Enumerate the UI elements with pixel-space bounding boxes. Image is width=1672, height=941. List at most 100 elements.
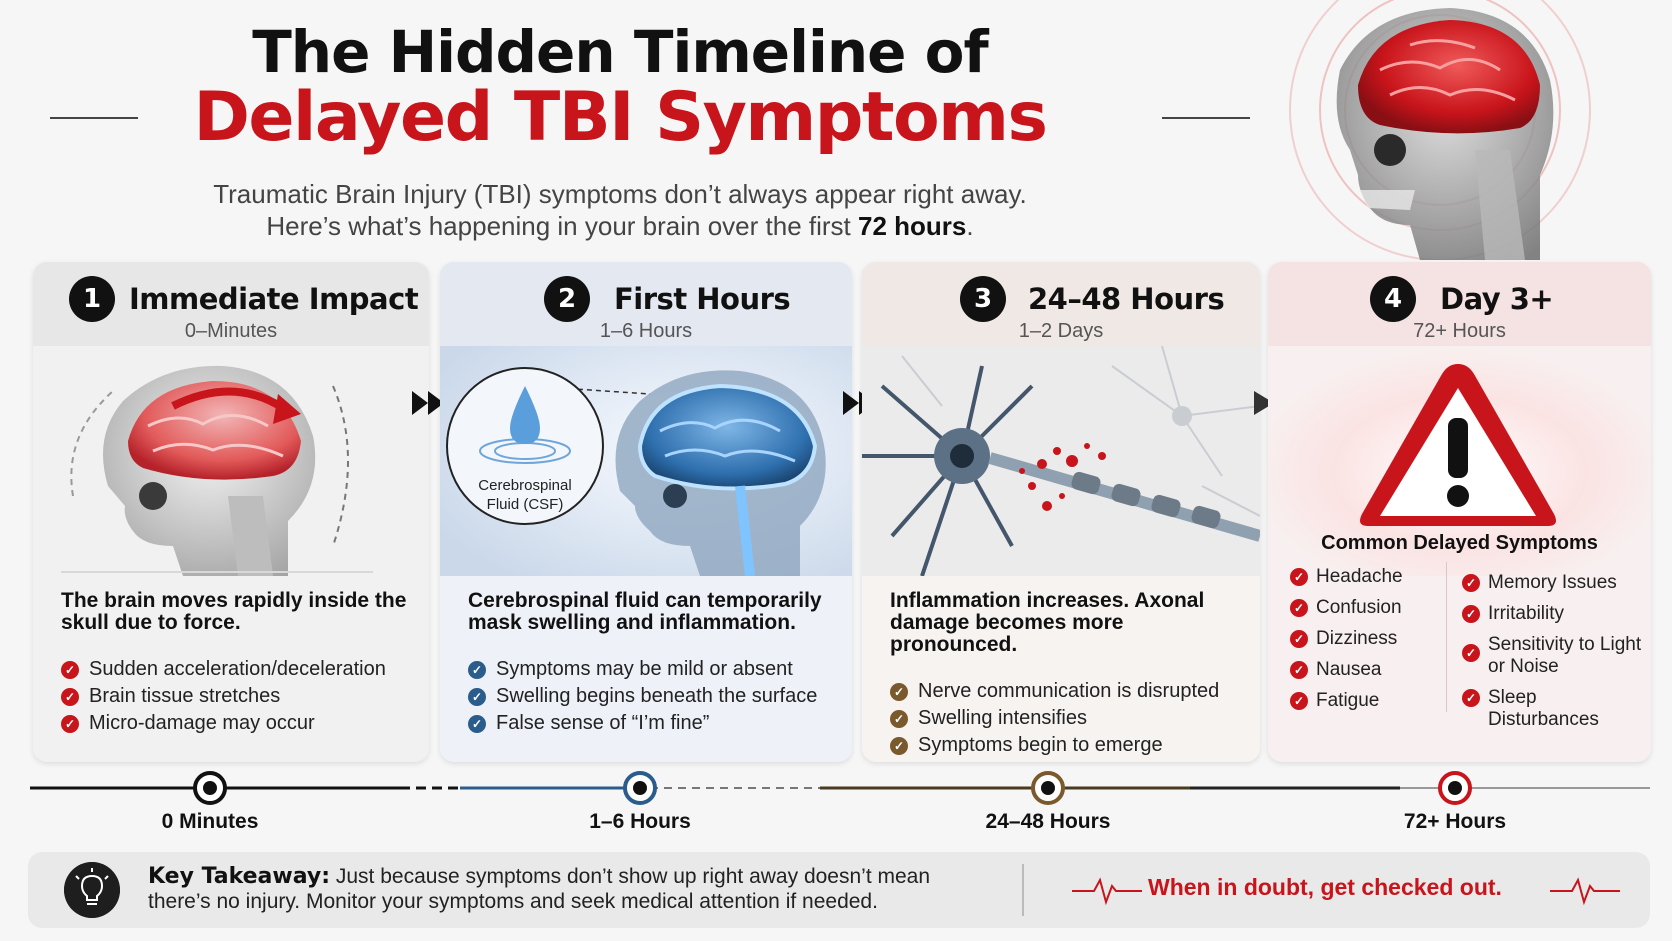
check-icon: ✓ — [468, 688, 486, 706]
bullet-text: Symptoms begin to emerge — [918, 734, 1163, 756]
stage-title: First Hours — [614, 282, 791, 316]
list-item: ✓ Memory Issues — [1462, 572, 1642, 594]
header: The Hidden Timeline of Delayed TBI Sympt… — [0, 0, 1300, 250]
list-item: ✓ Sudden acceleration/deceleration — [61, 656, 411, 683]
check-icon: ✓ — [61, 688, 79, 706]
stage-subtitle: 1–2 Days — [1018, 320, 1104, 342]
stage-title: 24–48 Hours — [1028, 282, 1225, 316]
csf-brain-illustration: Cerebrospinal Fluid (CSF) — [440, 346, 852, 576]
stage-panel-day-3: 4 Day 3+ 72+ Hours Common Delayed Sympto… — [1268, 262, 1651, 762]
list-item: ✓ Swelling intensifies — [890, 705, 1242, 732]
stage-bullet-list: ✓ Symptoms may be mild or absent ✓Swellin… — [468, 656, 834, 737]
stage-header: 3 24–48 Hours 1–2 Days — [862, 262, 1260, 346]
timeline-label: 24–48 Hours — [985, 810, 1111, 833]
timeline-label: 72+ Hours — [1403, 810, 1507, 833]
symptoms-list-left: ✓Headache ✓Confusion ✓Dizziness ✓Nausea … — [1290, 566, 1403, 721]
symptom-text: Headache — [1316, 566, 1403, 587]
check-icon: ✓ — [1462, 605, 1480, 623]
timeline-marker-1-6-hours — [623, 771, 657, 805]
list-item: ✓ Irritability — [1462, 603, 1642, 625]
takeaway-label: Key Takeaway: — [148, 864, 331, 889]
stage-title: Immediate Impact — [129, 282, 419, 316]
list-item: ✓Nerve communication is disrupted — [890, 678, 1242, 705]
timeline-label: 1–6 Hours — [589, 810, 691, 833]
bullet-text: False sense of “I’m fine” — [496, 712, 710, 734]
symptom-text: Memory Issues — [1488, 572, 1617, 593]
heartbeat-icon — [1072, 877, 1142, 906]
stage-subtitle: 72+ Hours — [1413, 320, 1506, 342]
check-icon: ✓ — [890, 710, 908, 728]
heartbeat-icon — [1550, 877, 1620, 906]
hero-head-illustration — [1289, 0, 1591, 260]
list-item: ✓ Brain tissue stretches — [61, 683, 411, 710]
csf-label-line-2: Fluid (CSF) — [487, 496, 564, 513]
arrow-icon — [1254, 391, 1274, 415]
list-item: ✓Micro-damage may occur — [61, 710, 411, 737]
subtitle: Traumatic Brain Injury (TBI) symptoms do… — [0, 178, 1240, 242]
stage-number-badge: 3 — [960, 276, 1006, 322]
stage-text: Inflammation increases. Axonal damage be… — [862, 582, 1260, 759]
stage-number-badge: 1 — [69, 276, 115, 322]
subtitle-highlight: 72 hours — [857, 211, 967, 241]
check-icon: ✓ — [1290, 568, 1308, 586]
list-item: ✓Fatigue — [1290, 690, 1403, 712]
title-rule-right — [1162, 117, 1250, 119]
stage-number-badge: 4 — [1370, 276, 1416, 322]
stage-lead: The brain moves rapidly inside the skull… — [61, 589, 407, 634]
list-item: ✓ Headache — [1290, 566, 1403, 588]
subtitle-line-2: Here’s what’s happening in your brain ov… — [0, 210, 1240, 242]
stage-panel-first-hours: 2 First Hours 1–6 Hours — [440, 262, 852, 762]
stage-subtitle: 0–Minutes — [184, 320, 278, 342]
subtitle-line-1: Traumatic Brain Injury (TBI) symptoms do… — [213, 179, 1027, 209]
list-item: ✓Swelling begins beneath the surface — [468, 683, 834, 710]
bullet-text: Symptoms may be mild or absent — [496, 658, 793, 680]
warning-triangle-icon — [1268, 346, 1651, 576]
list-item: ✓ False sense of “I’m fine” — [468, 710, 834, 737]
stage-number-badge: 2 — [544, 276, 590, 322]
check-icon: ✓ — [1290, 599, 1308, 617]
title-line-1: The Hidden Timeline of — [252, 18, 989, 86]
bullet-text: Sudden acceleration/deceleration — [89, 658, 386, 680]
stage-title: Day 3+ — [1440, 282, 1554, 316]
check-icon: ✓ — [1290, 692, 1308, 710]
check-icon: ✓ — [468, 661, 486, 679]
symptom-text: Dizziness — [1316, 628, 1398, 649]
check-icon: ✓ — [890, 683, 908, 701]
neuron-damage-illustration — [862, 346, 1260, 576]
check-icon: ✓ — [1290, 630, 1308, 648]
check-icon: ✓ — [1462, 574, 1480, 592]
bullet-text: Swelling intensifies — [918, 707, 1087, 729]
subtitle-line-2-suffix: . — [966, 211, 974, 241]
list-item: ✓Nausea — [1290, 659, 1403, 681]
list-item: ✓Sensitivity to Light or Noise — [1462, 634, 1642, 678]
check-icon: ✓ — [1462, 644, 1480, 662]
check-icon: ✓ — [468, 715, 486, 733]
symptom-text: Sleep Disturbances — [1488, 687, 1599, 730]
key-takeaway-banner: Key Takeaway: Just because symptoms don’… — [28, 852, 1650, 928]
title-rule-left — [50, 117, 138, 119]
bullet-text: Brain tissue stretches — [89, 685, 281, 707]
timeline-marker-72-hours — [1438, 771, 1472, 805]
title-line-2: Delayed TBI Symptoms — [193, 78, 1048, 157]
stage-text: Cerebrospinal fluid can temporarily mask… — [440, 582, 852, 737]
timeline: 0 Minutes 1–6 Hours 24–48 Hours 72+ Hour… — [30, 770, 1650, 840]
list-item: ✓ Symptoms may be mild or absent — [468, 656, 834, 683]
call-to-action: When in doubt, get checked out. — [1148, 874, 1502, 900]
subtitle-line-2-prefix: Here’s what’s happening in your brain ov… — [266, 211, 858, 241]
stage-header: 2 First Hours 1–6 Hours — [440, 262, 852, 346]
takeaway-text: Key Takeaway: Just because symptoms don’… — [148, 864, 978, 914]
symptoms-list-right: ✓ Memory Issues ✓ Irritability ✓Sensitivit… — [1462, 572, 1642, 740]
stage-bullet-list: ✓Nerve communication is disrupted ✓ Swell… — [890, 678, 1242, 759]
stage-bullet-list: ✓ Sudden acceleration/deceleration ✓ Brain… — [61, 656, 411, 737]
list-item: ✓ Dizziness — [1290, 628, 1403, 650]
check-icon: ✓ — [61, 661, 79, 679]
stage-panel-24-48-hours: 3 24–48 Hours 1–2 Days — [862, 262, 1260, 762]
takeaway-body: Just because symptoms don’t show up righ… — [148, 865, 931, 913]
timeline-marker-0-minutes — [193, 771, 227, 805]
symptom-text: Irritability — [1488, 603, 1565, 624]
timeline-label: 0 Minutes — [161, 810, 259, 833]
symptoms-divider — [1446, 562, 1447, 712]
timeline-marker-24-48-hours — [1031, 771, 1065, 805]
check-icon: ✓ — [61, 715, 79, 733]
